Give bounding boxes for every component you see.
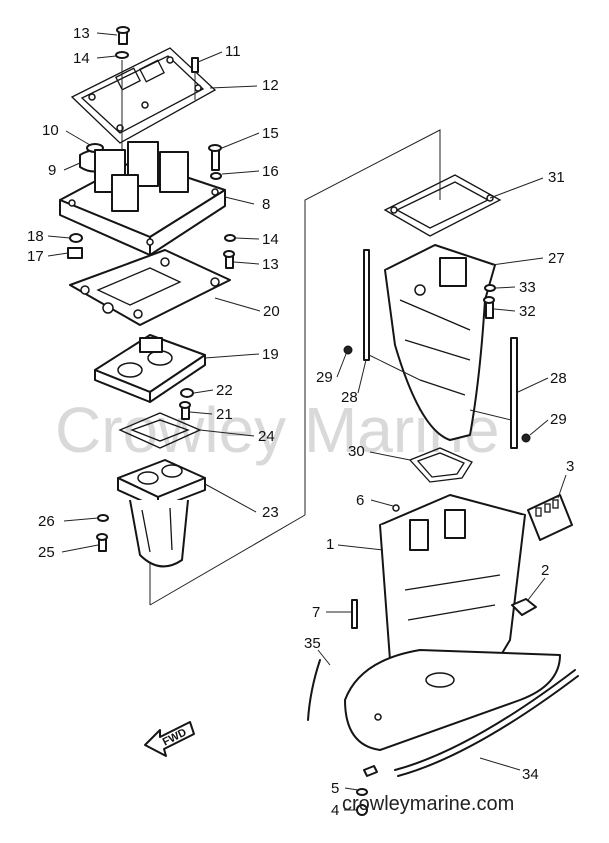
exhaust-guide-part (59, 141, 226, 256)
callout-4: 4 (331, 802, 339, 819)
callout-28: 28 (341, 389, 358, 406)
callout-21: 21 (216, 406, 233, 423)
bolt-part (483, 284, 496, 319)
fwd-arrow-icon: FWD (144, 721, 195, 757)
callout-26: 26 (38, 513, 55, 530)
callout-2: 2 (541, 562, 549, 579)
stud-part (351, 599, 358, 629)
callout-17: 17 (27, 248, 44, 265)
callout-labels: 13 14 11 12 10 9 15 16 8 18 17 14 13 20 … (27, 25, 574, 819)
washer-part (67, 233, 83, 259)
callout-24: 24 (258, 428, 275, 445)
footer-url-text: crowleymarine.com (342, 793, 514, 815)
callout-35: 35 (304, 635, 321, 652)
callout-33: 33 (519, 279, 536, 296)
callout-32: 32 (519, 303, 536, 320)
seal-strip-edge (397, 675, 579, 777)
bolt-part (115, 26, 130, 150)
pin-part (392, 504, 400, 512)
exhaust-tube-part (117, 459, 206, 568)
lower-casing-part (344, 494, 561, 751)
callout-34: 34 (522, 766, 539, 783)
callout-20: 20 (263, 303, 280, 320)
callout-16: 16 (262, 163, 279, 180)
callout-19: 19 (262, 346, 279, 363)
callout-14b: 14 (262, 231, 279, 248)
grommet-part (511, 598, 537, 616)
bolt-part (208, 144, 222, 180)
callout-13b: 13 (262, 256, 279, 273)
gasket-plate-part (69, 249, 231, 326)
callout-6: 6 (356, 492, 364, 509)
callout-11: 11 (225, 43, 241, 60)
bolt-part (179, 388, 194, 420)
nut-part (521, 433, 531, 443)
leader-lines (47, 32, 567, 811)
callout-30: 30 (348, 443, 365, 460)
callout-15: 15 (262, 125, 279, 142)
callout-5: 5 (331, 780, 339, 797)
callout-23: 23 (262, 504, 279, 521)
callout-7: 7 (312, 604, 320, 621)
callout-31: 31 (548, 169, 565, 186)
nut-part (343, 345, 353, 355)
rod-part (469, 337, 518, 449)
callout-1: 1 (326, 536, 334, 553)
callout-10: 10 (42, 122, 59, 139)
callout-22: 22 (216, 382, 233, 399)
gasket-part (383, 174, 502, 237)
rod-part (363, 249, 421, 381)
hose-part (307, 659, 321, 721)
callout-9: 9 (48, 162, 56, 179)
callout-29b: 29 (550, 411, 567, 428)
callout-18: 18 (27, 228, 44, 245)
seal-strip-part (394, 669, 576, 771)
callout-13: 13 (73, 25, 90, 42)
exhaust-manifold-part (94, 334, 206, 403)
callout-28b: 28 (550, 370, 567, 387)
cover-part (527, 494, 573, 541)
bolt-part (96, 514, 109, 552)
gasket-part (70, 47, 217, 144)
callout-25: 25 (38, 544, 55, 561)
upper-casing-part (384, 244, 496, 441)
callout-8: 8 (262, 196, 270, 213)
pin-part (191, 57, 199, 100)
fwd-label: FWD (161, 726, 189, 748)
callout-27: 27 (548, 250, 565, 267)
callout-3: 3 (566, 458, 574, 475)
bolt-part (223, 234, 236, 269)
callout-14: 14 (73, 50, 90, 67)
bolt-part (356, 765, 378, 816)
callout-29: 29 (316, 369, 333, 386)
seal-part (408, 447, 473, 483)
callout-12: 12 (262, 77, 279, 94)
